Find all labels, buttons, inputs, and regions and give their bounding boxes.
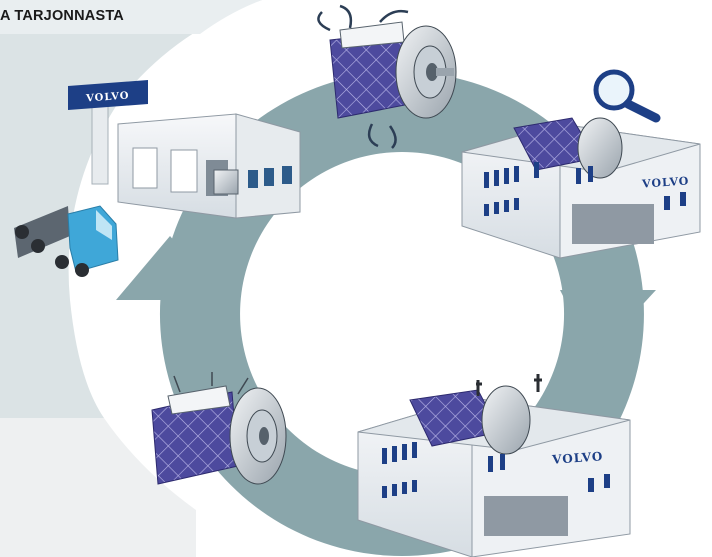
dealer-workshop: VOLVO bbox=[68, 80, 301, 219]
factory-bottom-right: VOLVO bbox=[357, 374, 631, 557]
arrowhead-left bbox=[116, 236, 226, 300]
magnifier-icon bbox=[593, 69, 661, 123]
gearbox-top bbox=[317, 4, 457, 149]
blue-truck bbox=[14, 205, 119, 277]
background-panel-title bbox=[0, 0, 262, 34]
factory-top-right-sign-text: VOLVO bbox=[641, 174, 690, 190]
arrowhead-right bbox=[560, 290, 656, 357]
gearbox-bottom-left bbox=[151, 372, 287, 485]
background-panel-left bbox=[0, 0, 262, 418]
background-panel-bottom bbox=[0, 418, 196, 557]
page-title: A TARJONNASTA bbox=[0, 8, 124, 24]
dealer-sign-text: VOLVO bbox=[85, 91, 130, 105]
factory-bottom-right-sign-text: VOLVO bbox=[551, 449, 604, 467]
factory-top-right: VOLVO bbox=[461, 117, 701, 259]
